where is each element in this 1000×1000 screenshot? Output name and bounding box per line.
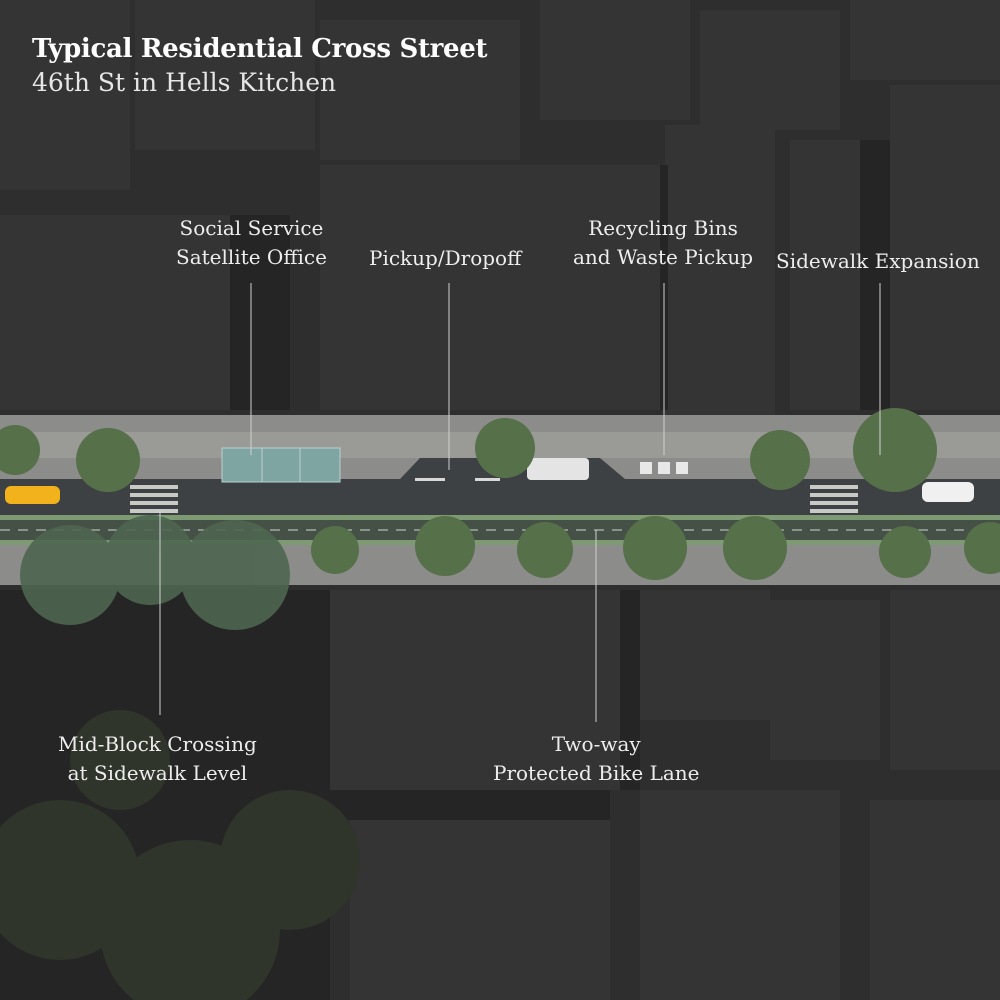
mid-block-crosswalk [130,485,858,513]
label-recycling-bins: Recycling Bins and Waste Pickup [573,216,754,269]
page-subtitle: 46th St in Hells Kitchen [32,68,337,97]
street-trees [0,408,1000,580]
label-bike-lane: Two-way Protected Bike Lane [493,732,700,785]
street-section [0,408,1000,630]
yellow-taxi [5,486,60,504]
lane-markings [415,478,500,481]
label-pickup-dropoff: Pickup/Dropoff [369,246,522,270]
large-tree-canopy [20,515,290,630]
callout-leaders [159,283,881,722]
dim-park-trees [0,710,360,1000]
satellite-office-structure [221,447,341,483]
label-mid-block-crossing: Mid-Block Crossing at Sidewalk Level [58,732,257,785]
label-social-service-office: Social Service Satellite Office [176,216,327,269]
page-title: Typical Residential Cross Street [32,34,488,64]
recycling-bins [640,462,688,474]
white-van [527,458,589,480]
label-sidewalk-expansion: Sidewalk Expansion [776,249,980,273]
white-car [922,482,974,502]
